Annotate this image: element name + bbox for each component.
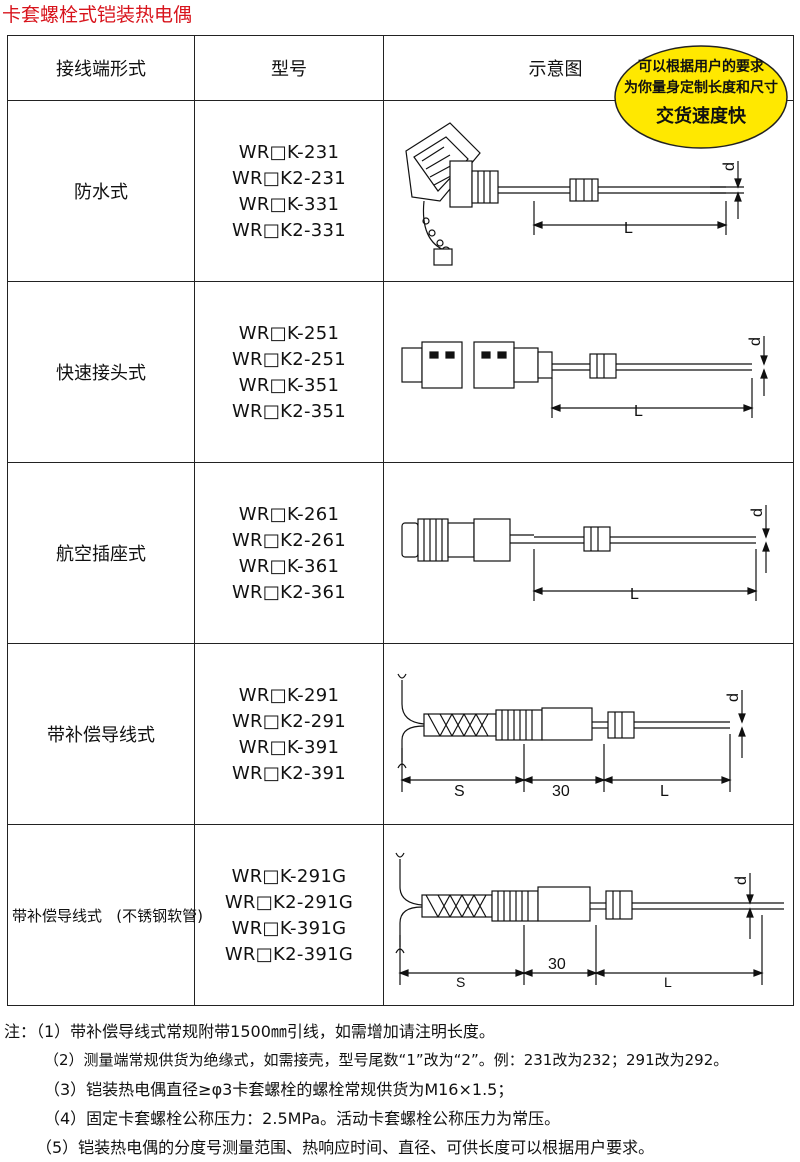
model-code: WR□K-361 (238, 555, 340, 577)
custom-order-badge: 可以根据用户的要求 为你量身定制长度和尺寸 交货速度快 (613, 44, 789, 150)
dim-d-label: d (747, 337, 764, 346)
stainless-hose-compensation-wire-diagram: d S 30 L (395, 852, 784, 990)
model-code: WR□K2-291 (231, 710, 347, 732)
spec-table: 接线端形式 型号 示意图 防水式 WR□K-231 WR□K2-231 WR□K… (7, 35, 794, 1006)
model-code: WR□K2-331 (231, 219, 347, 241)
model-list: WR□K-291G WR□K2-291G WR□K-391G WR□K2-391… (195, 866, 383, 965)
dim-d-label: d (721, 162, 738, 171)
model-cell: WR□K-231 WR□K2-231 WR□K-331 WR□K2-331 (194, 100, 384, 282)
dim-L-label: L (630, 586, 639, 603)
dim-L-label: L (624, 220, 633, 237)
model-code: WR□K2-391 (231, 762, 347, 784)
diagram-cell: d L (383, 462, 794, 644)
model-code: WR□K-351 (238, 374, 340, 396)
header-model: 型号 (194, 35, 384, 101)
model-code: WR□K2-351 (231, 400, 347, 422)
model-list: WR□K-251 WR□K2-251 WR□K-351 WR□K2-351 (195, 323, 383, 422)
table-row: 航空插座式 WR□K-261 WR□K2-261 WR□K-361 WR□K2-… (7, 462, 794, 644)
waterproof-thermocouple-diagram: d L (405, 122, 744, 266)
model-code: WR□K-251 (238, 322, 340, 344)
dim-L-label: L (634, 403, 643, 420)
diagram-cell: d S 30 L (383, 824, 794, 1006)
badge-line-2: 为你量身定制长度和尺寸 (624, 80, 778, 96)
dim-L-label: L (664, 974, 672, 990)
note-item: （5）铠装热电偶的分度号测量范围、热响应时间、直径、可供长度可以根据用户要求。 (36, 1138, 655, 1157)
notes-section: 注：（1）带补偿导线式常规附带1500㎜引线，如需增加请注明长度。 （2）测量端… (4, 1017, 798, 1162)
dim-d-label: d (749, 508, 766, 517)
model-cell: WR□K-251 WR□K2-251 WR□K-351 WR□K2-351 (194, 281, 384, 463)
model-code: WR□K2-391G (224, 943, 354, 965)
model-code: WR□K-231 (238, 141, 340, 163)
table-row: 带补偿导线式 WR□K-291 WR□K2-291 WR□K-391 WR□K2… (7, 643, 794, 825)
dim-S-label: S (454, 783, 465, 800)
page-title: 卡套螺栓式铠装热电偶 (2, 4, 193, 26)
model-code: WR□K-391 (238, 736, 340, 758)
terminal-cell: 带补偿导线式 (7, 643, 195, 825)
model-code: WR□K2-251 (231, 348, 347, 370)
aviation-socket-thermocouple-diagram: d L (401, 505, 770, 603)
model-code: WR□K2-291G (224, 891, 354, 913)
model-cell: WR□K-261 WR□K2-261 WR□K-361 WR□K2-361 (194, 462, 384, 644)
note-item: （3）铠装热电偶直径≥φ3卡套螺栓的螺栓常规供货为M16×1.5； (44, 1080, 514, 1099)
terminal-cell: 航空插座式 (7, 462, 195, 644)
dim-d-label: d (725, 693, 742, 702)
dim-S-label: S (456, 974, 465, 990)
terminal-cell: 带补偿导线式 (不锈钢软管) (7, 824, 203, 1006)
model-code: WR□K2-261 (231, 529, 347, 551)
model-code: WR□K-391G (231, 917, 347, 939)
diagram-cell: d L (383, 281, 794, 463)
model-code: WR□K-261 (238, 503, 340, 525)
model-cell: WR□K-291 WR□K2-291 WR□K-391 WR□K2-391 (194, 643, 384, 825)
table-row: 带补偿导线式 (不锈钢软管) WR□K-291G WR□K2-291G WR□K… (7, 824, 794, 1006)
diagram-cell: d S 30 L (383, 643, 794, 825)
note-item: （2）测量端常规供货为绝缘式，如需接壳，型号尾数“1”改为“2”。例：231改为… (44, 1051, 729, 1069)
note-item: （4）固定卡套螺栓公称压力：2.5MPa。活动卡套螺栓公称压力为常压。 (44, 1109, 561, 1128)
terminal-cell: 快速接头式 (7, 281, 195, 463)
badge-line-1: 可以根据用户的要求 (638, 59, 764, 75)
dim-30-label: 30 (552, 783, 570, 800)
dim-d-label: d (733, 876, 750, 885)
model-code: WR□K2-361 (231, 581, 347, 603)
model-code: WR□K-331 (238, 193, 340, 215)
table-row: 防水式 WR□K-231 WR□K2-231 WR□K-331 WR□K2-33… (7, 100, 794, 282)
quick-connector-thermocouple-diagram: d L (401, 336, 768, 420)
note-item: 注：（1）带补偿导线式常规附带1500㎜引线，如需增加请注明长度。 (4, 1022, 495, 1041)
model-list: WR□K-231 WR□K2-231 WR□K-331 WR□K2-331 (195, 142, 383, 241)
header-terminal: 接线端形式 (7, 35, 195, 101)
table-row: 快速接头式 WR□K-251 WR□K2-251 WR□K-351 WR□K2-… (7, 281, 794, 463)
model-code: WR□K2-231 (231, 167, 347, 189)
dim-L-label: L (660, 783, 669, 800)
model-code: WR□K-291 (238, 684, 340, 706)
compensation-wire-thermocouple-diagram: d S 30 L (397, 673, 746, 800)
model-list: WR□K-291 WR□K2-291 WR□K-391 WR□K2-391 (195, 685, 383, 784)
model-cell: WR□K-291G WR□K2-291G WR□K-391G WR□K2-391… (194, 824, 384, 1006)
badge-line-3: 交货速度快 (656, 106, 746, 127)
dim-30-label: 30 (548, 956, 566, 973)
terminal-cell: 防水式 (7, 100, 195, 282)
badge-ellipse-icon (614, 45, 788, 149)
model-code: WR□K-291G (231, 865, 347, 887)
model-list: WR□K-261 WR□K2-261 WR□K-361 WR□K2-361 (195, 504, 383, 603)
